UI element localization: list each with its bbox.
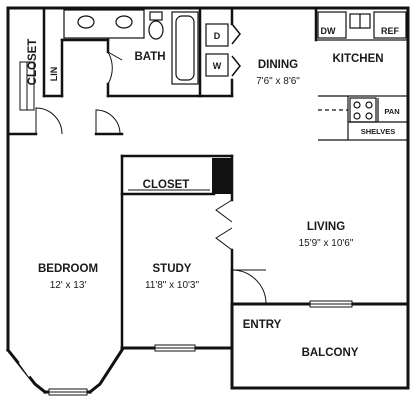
balcony-label: BALCONY: [302, 347, 359, 359]
washer-dryer: [205, 23, 241, 77]
dining-dims: 7'6" x 8'6": [256, 76, 300, 87]
living-label: LIVING: [307, 221, 345, 233]
study-label: STUDY: [153, 263, 192, 275]
pantry-label: PAN: [384, 107, 399, 116]
kitchen-counters: [315, 7, 409, 141]
linen-label: LIN: [49, 67, 59, 82]
closet-shelf-block: [212, 158, 232, 194]
bath-label: BATH: [134, 51, 165, 63]
study-dims: 11'8" x 10'3": [145, 280, 200, 291]
dishwasher-label: DW: [321, 26, 336, 36]
living-dims: 15'9" x 10'6": [299, 238, 354, 249]
dining-label: DINING: [258, 59, 298, 71]
closet-left-label: CLOSET: [27, 39, 39, 86]
shelves-label: SHELVES: [361, 127, 395, 136]
entry-label: ENTRY: [243, 319, 282, 331]
windows: [18, 300, 353, 396]
bedroom-label: BEDROOM: [38, 263, 98, 275]
dryer-label: D: [214, 31, 221, 41]
kitchen-label: KITCHEN: [332, 53, 383, 65]
bath-fixtures: [63, 9, 199, 85]
exterior-walls: [5, 6, 410, 395]
doors: [19, 51, 267, 305]
refrigerator-label: REF: [381, 26, 400, 36]
washer-label: W: [213, 61, 222, 71]
bedroom-dims: 12' x 13': [50, 280, 87, 291]
closet-study-label: CLOSET: [143, 179, 190, 191]
